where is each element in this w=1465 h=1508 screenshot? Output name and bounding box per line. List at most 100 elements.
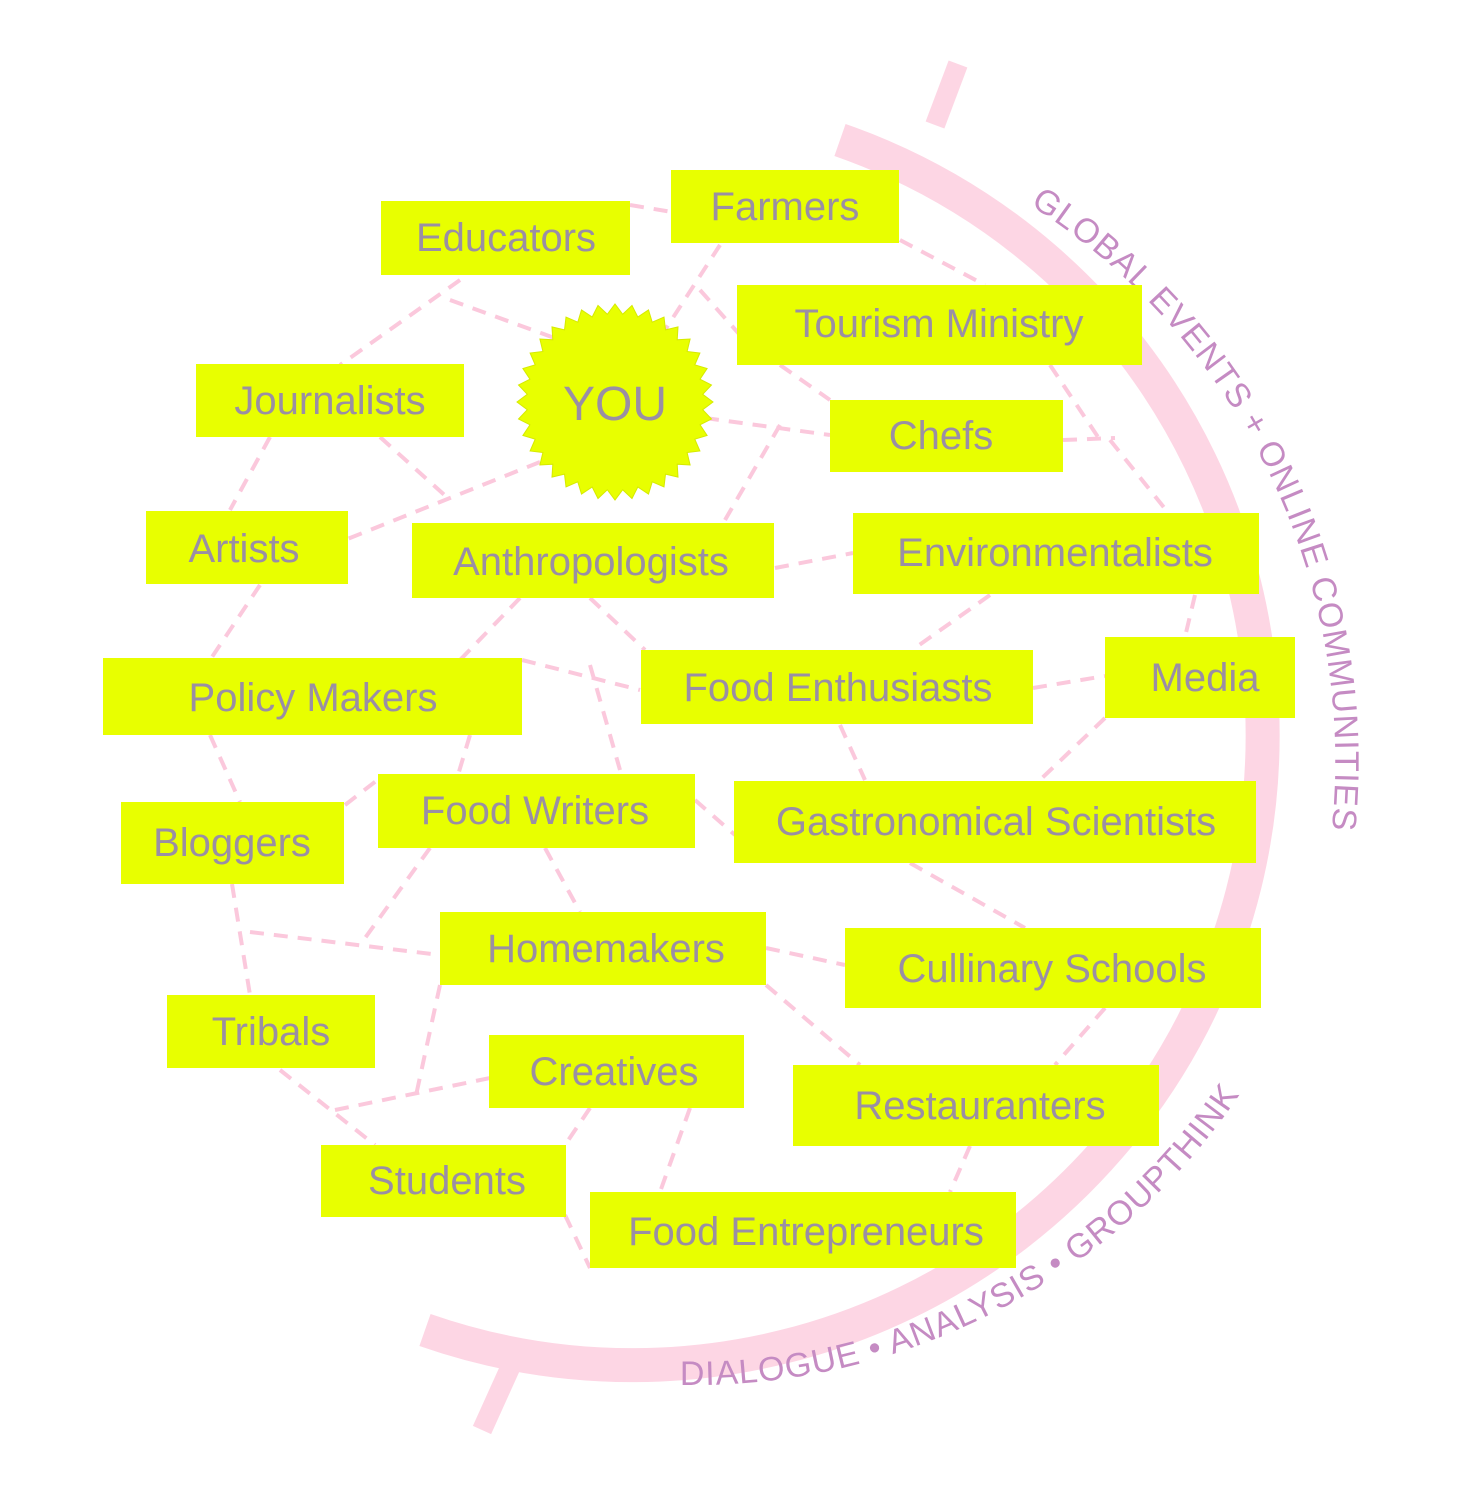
node-tribals: Tribals [167,995,375,1068]
edge [208,734,242,803]
edge [658,1107,692,1193]
node-label: Bloggers [153,821,311,865]
node-box [830,400,1063,472]
node-bloggers: Bloggers [121,802,344,884]
node-tourism-ministry: Tourism Ministry [737,285,1142,365]
node-box [196,364,464,437]
edge [1032,674,1106,690]
node-box [378,774,695,848]
edge [413,984,442,1101]
node-box [167,995,375,1068]
edge [449,298,561,342]
edge [230,883,252,996]
node-label: Journalists [234,379,425,423]
edge [338,278,462,367]
node-label: Chefs [889,414,994,458]
edge [228,436,272,511]
edge [1038,716,1107,782]
node-food-writers: Food Writers [378,774,695,848]
edge [249,930,441,957]
edge [343,776,382,807]
node-box [321,1145,566,1217]
node-label: Homemakers [487,927,725,971]
node-journalists: Journalists [196,364,464,437]
node-label: Restauranters [854,1084,1105,1128]
node-box [641,650,1033,724]
node-box [793,1065,1159,1146]
node-box [103,658,522,735]
edge [778,363,832,402]
edge [693,798,737,837]
node-label: Environmentalists [897,531,1213,575]
node-label: Media [1151,656,1261,700]
node-environmentalists: Environmentalists [853,513,1259,594]
edge [358,846,432,947]
edge [521,658,641,692]
edge [1062,436,1116,442]
edge [334,1076,491,1112]
node-label: Cullinary Schools [897,947,1206,991]
edge [588,596,647,652]
node-box [671,170,899,243]
node-food-entrepreneurs: Food Entrepreneurs [590,1192,1016,1268]
edge [909,861,1026,930]
node-farmers: Farmers [671,170,899,243]
node-box [1105,637,1295,718]
connection-lines [208,203,1197,1269]
edge [913,593,992,650]
ring-tick-bottom [472,1363,520,1435]
edge [563,1214,592,1269]
edge [208,583,262,662]
node-box [845,928,1261,1008]
edge [1183,594,1197,638]
node-box [146,511,348,584]
edge [838,724,867,781]
node-label: Farmers [711,185,860,229]
edge [563,1106,592,1147]
node-artists: Artists [146,511,348,584]
edge [723,423,782,522]
edge [344,460,541,542]
edge [764,983,862,1067]
node-educators: Educators [381,201,630,275]
edge [378,435,452,502]
node-box [381,201,630,275]
node-label: Tourism Ministry [795,302,1084,346]
edge [774,551,854,570]
edge [278,1068,377,1147]
edge [543,847,582,913]
node-label: Educators [416,216,596,260]
node-homemakers: Homemakers [440,912,766,985]
edge [1053,1006,1107,1067]
edge [456,734,472,776]
node-policy-makers: Policy Makers [103,658,522,735]
node-food-enthusiasts: Food Enthusiasts [641,650,1033,724]
edge [1108,438,1172,517]
node-label: Policy Makers [189,676,438,720]
node-cullinary-schools: Cullinary Schools [845,928,1261,1008]
node-label: Food Enthusiasts [683,666,992,710]
node-box [412,523,774,598]
starburst-shape [516,303,714,501]
node-anthropologists: Anthropologists [412,523,774,598]
node-box [737,285,1142,365]
node-label: Creatives [530,1050,699,1094]
node-label: Anthropologists [453,540,729,584]
edge [948,1145,972,1193]
node-box [440,912,766,985]
edge [629,203,673,214]
edge [704,416,831,437]
node-chefs: Chefs [830,400,1063,472]
edge [663,243,722,332]
node-label: Students [368,1159,526,1203]
node-gastronomical-scientists: Gastronomical Scientists [734,781,1256,863]
edge [588,664,622,771]
edge [458,596,522,662]
ring-tick-top [925,60,968,129]
node-label: Food Entrepreneurs [628,1210,984,1254]
edge [899,238,986,287]
node-box [121,802,344,884]
node-label: Food Writers [421,789,649,833]
node-label: Artists [188,527,299,571]
